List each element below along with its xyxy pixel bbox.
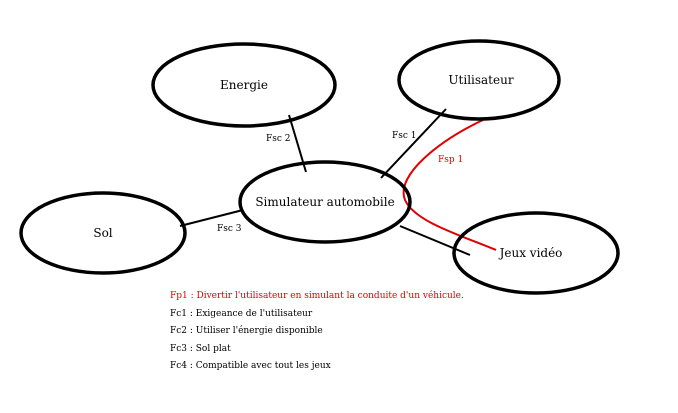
edge-label-fsc1: Fsc 1 bbox=[392, 131, 417, 141]
node-energie-label: Energie bbox=[220, 78, 268, 92]
node-utilisateur-label: Utilisateur bbox=[448, 73, 513, 87]
edge-utilisateur-simulateur bbox=[380, 108, 447, 179]
node-sol: Sol bbox=[19, 191, 187, 275]
node-utilisateur: Utilisateur bbox=[397, 39, 561, 121]
edge-simulateur-jeux bbox=[399, 225, 471, 256]
node-energie: Energie bbox=[151, 42, 337, 128]
edge-sol-simulateur bbox=[179, 209, 244, 227]
node-sol-label: Sol bbox=[93, 226, 112, 240]
edge-label-fsc2: Fsc 2 bbox=[266, 134, 291, 144]
node-jeux: Jeux vidéo bbox=[452, 211, 620, 295]
node-jeux-label: Jeux vidéo bbox=[498, 246, 563, 260]
edge-label-fsp1: Fsp 1 bbox=[438, 155, 463, 165]
legend-item: Fc3 : Sol plat bbox=[170, 343, 231, 354]
legend-item: Fc2 : Utiliser l'énergie disponible bbox=[170, 326, 323, 336]
edge-label-fsc3: Fsc 3 bbox=[217, 224, 242, 234]
node-simulateur: Simulateur automobile bbox=[238, 160, 412, 244]
legend-item: Fc4 : Compatible avec tout les jeux bbox=[170, 361, 331, 371]
node-simulateur-label: Simulateur automobile bbox=[255, 195, 394, 209]
legend: Fp1 : Divertir l'utilisateur en simulant… bbox=[170, 288, 464, 376]
legend-item: Fc1 : Exigeance de l'utilisateur bbox=[170, 308, 313, 319]
legend-item: Fp1 : Divertir l'utilisateur en simulant… bbox=[170, 291, 464, 301]
